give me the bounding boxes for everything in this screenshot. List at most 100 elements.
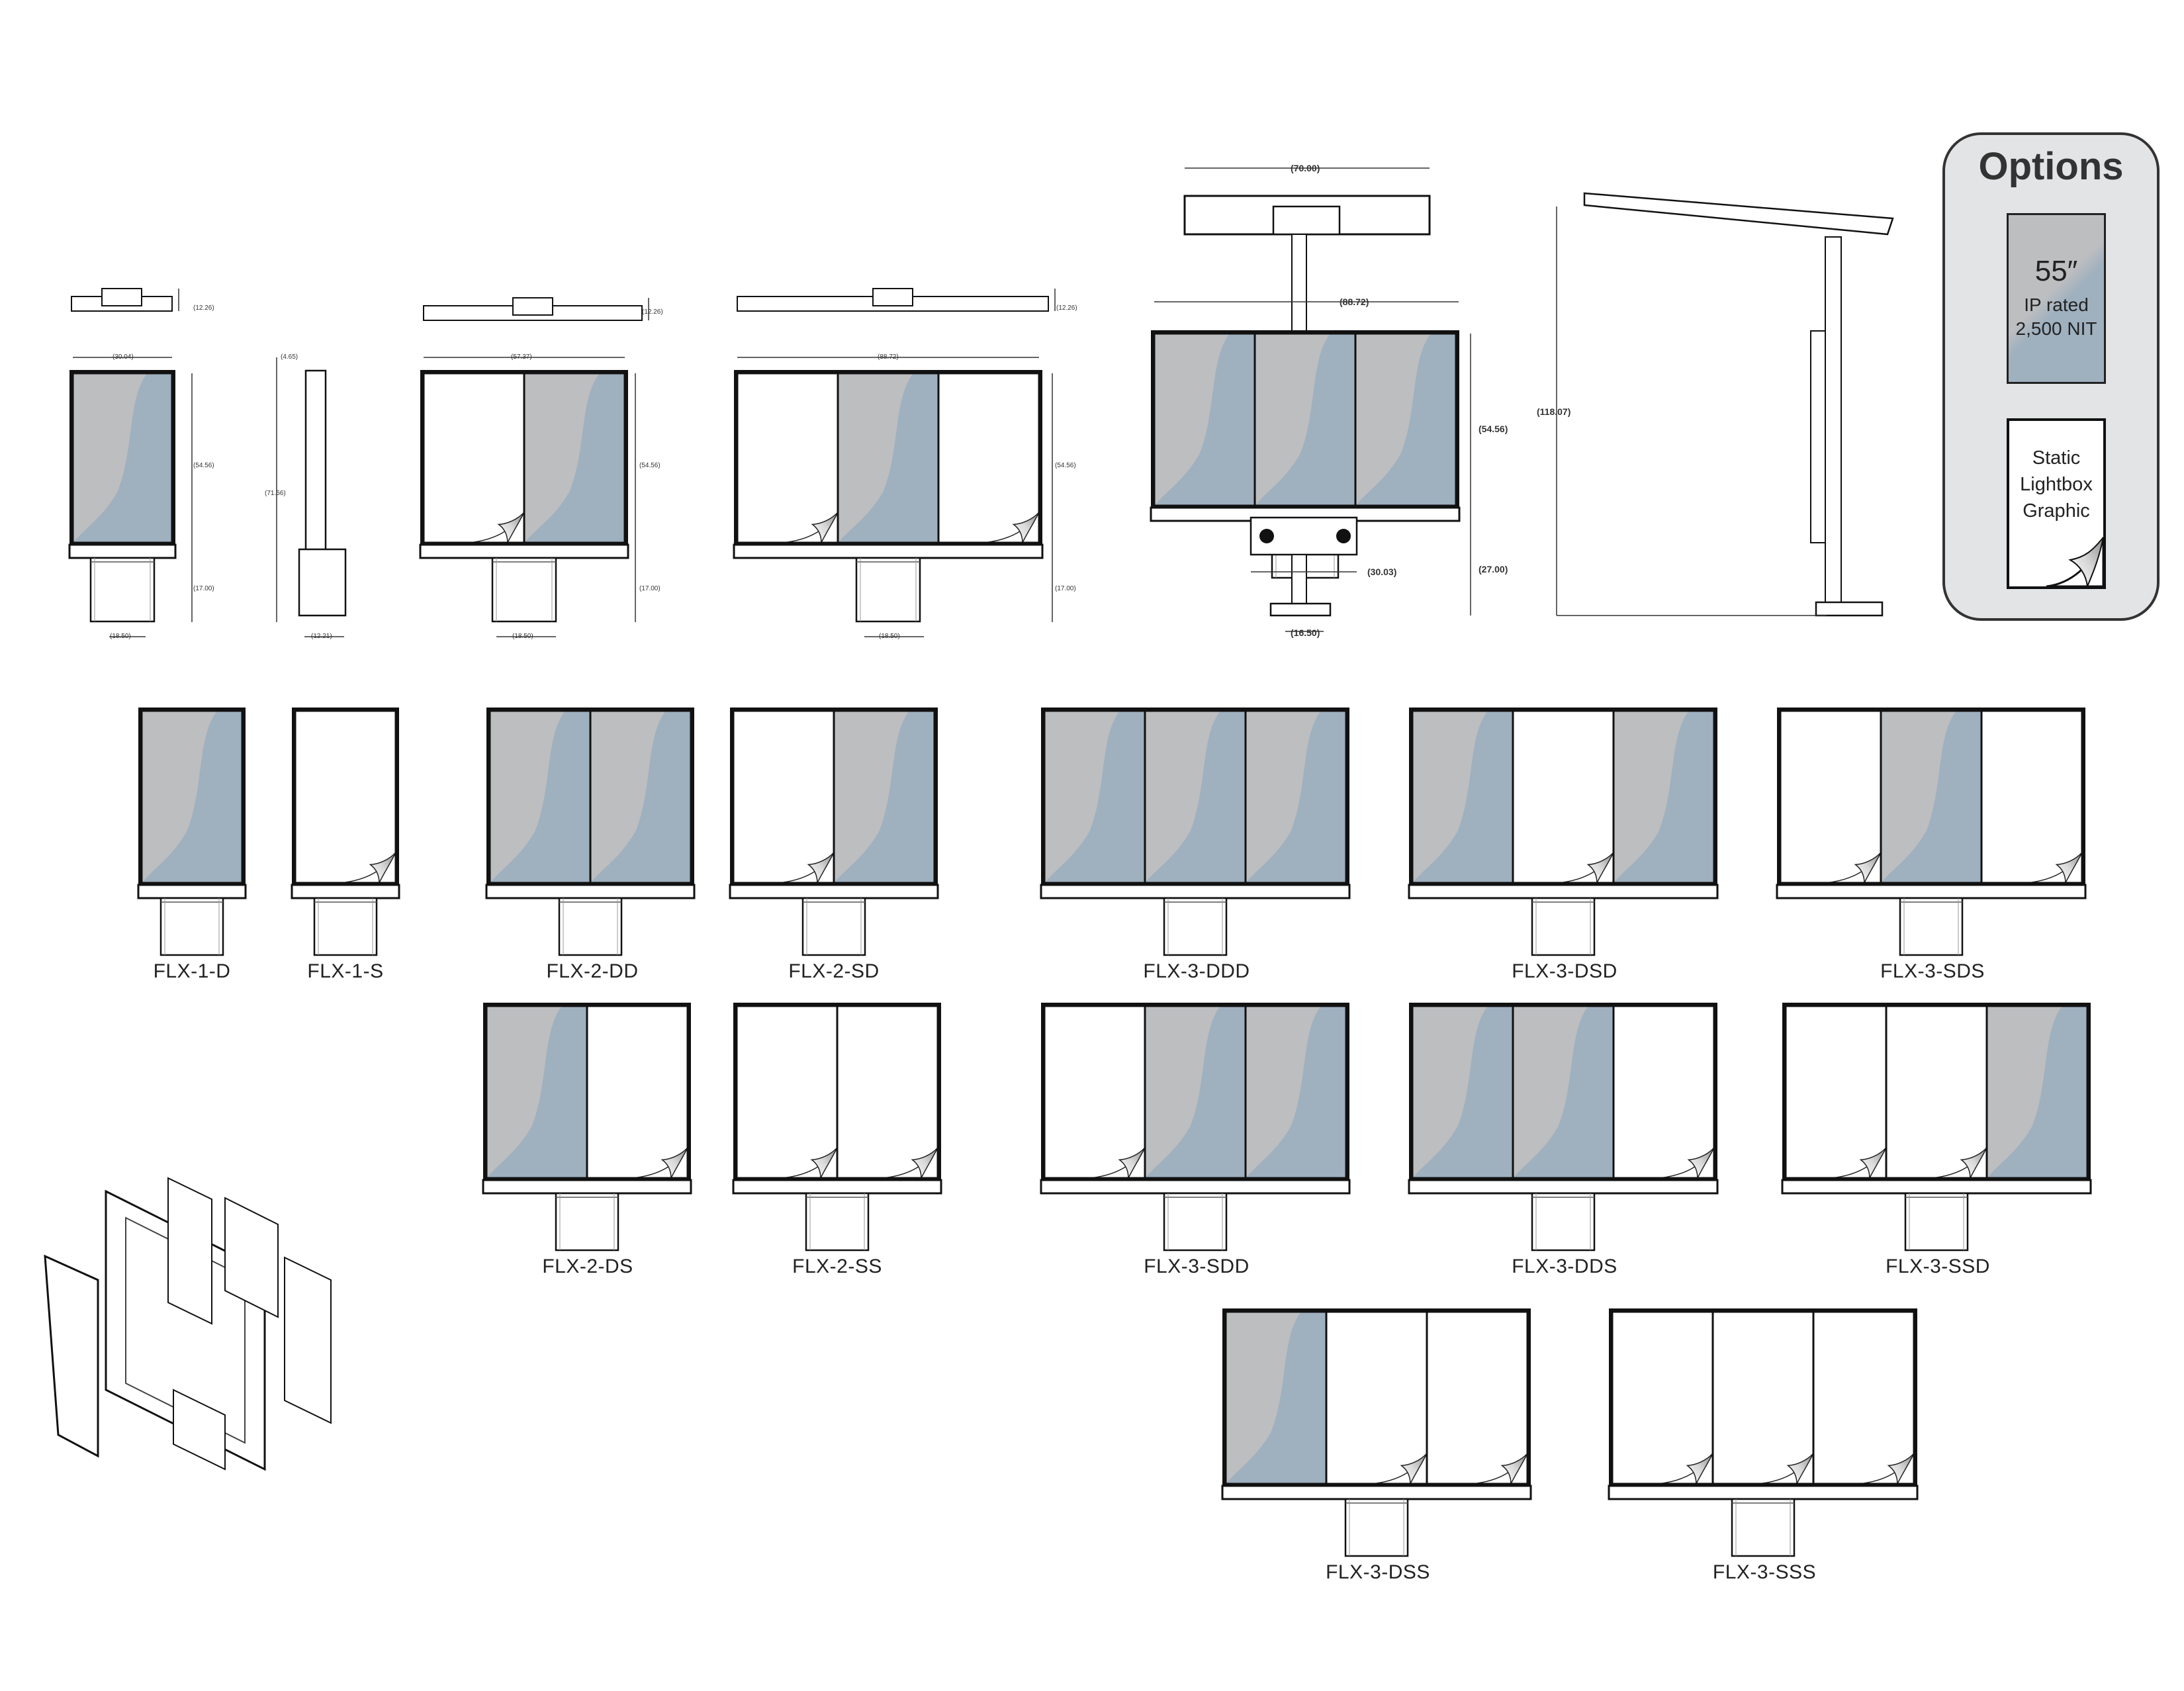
page-curl-icon [1887,1453,1915,1485]
static-graphic [1513,711,1614,883]
kiosk-pedestal [555,1192,619,1252]
static-graphic [1713,1312,1813,1484]
kiosk-flx-2-sd [729,708,939,956]
top-view-mount [512,297,553,316]
dim-triple-width: (88.72) [878,353,899,361]
page-curl-icon [1786,1453,1814,1485]
dim-single-width: (30.04) [113,353,134,361]
static-line-3: Graphic [2023,500,2090,522]
pole-shaft-lower [1291,554,1307,608]
kiosk-base-shelf [1408,1179,1719,1195]
pole-side-shaft [1825,236,1842,608]
kiosk-base-shelf [1040,1179,1351,1195]
top-view-mount [101,288,142,306]
model-label: FLX-2-SS [792,1256,882,1277]
speaker-icon [1336,529,1351,543]
panel-outline [1244,709,1347,884]
model-label: FLX-3-SSD [1886,1256,1990,1277]
model-label: FLX-3-SDD [1144,1256,1250,1277]
screen-glare [1145,1006,1220,1178]
kiosk-base-shelf [137,884,247,899]
dim-pole-panel-height: (54.56) [1479,424,1508,434]
dim-double-height: (54.56) [639,462,660,469]
dim-triple-depth: (12.26) [1056,304,1077,312]
kiosk-pedestal [558,897,623,956]
model-label: FLX-3-DSD [1512,960,1617,982]
kiosk-pedestal [1163,1192,1228,1252]
dim-single-base-width: (18.50) [110,633,131,640]
kiosk-flx-2-ds [482,1003,692,1252]
kiosk-base-shelf [1040,884,1351,899]
screen-glare [1255,334,1330,506]
dim-double-width: (57.37) [511,353,532,361]
screen-glare [490,711,565,883]
screen-glare [73,373,148,543]
page-curl-icon [1500,1453,1528,1485]
screen-glare [1044,711,1120,883]
kiosk-base-shelf [419,543,629,559]
screen-glare [1226,1312,1301,1484]
kiosk-base-shelf [1776,884,2087,899]
static-graphic [1813,1312,1914,1484]
kiosk-base-shelf [1781,1179,2092,1195]
kiosk-pedestal [1531,897,1596,956]
static-graphic [837,1006,938,1178]
model-label: FLX-3-SSS [1712,1561,1817,1583]
page-curl-icon [1854,852,1882,884]
screen-glare [1614,711,1689,883]
pole-top-mount [1272,205,1341,236]
kiosk-flx-3-ddd [1040,708,1351,956]
iso-front-panel [44,1254,99,1458]
panel-outline [294,709,397,884]
panel-outline [71,372,173,544]
model-label: FLX-1-D [153,960,231,982]
model-label: FLX-1-S [307,960,384,982]
page-curl-icon [807,852,835,884]
kiosk-base-shelf [482,1179,692,1195]
static-graphic [938,373,1039,543]
dim-single-height: (54.56) [193,462,214,469]
screen-glare [590,711,666,883]
panel-outline [1426,1310,1529,1485]
page-curl-icon [2046,537,2105,589]
dim-pole-base: (16.50) [1291,627,1320,638]
screen-glare [1246,1006,1321,1178]
static-graphic [1614,1006,1714,1178]
page-curl-icon [1118,1147,1146,1179]
dim-side-base: (12.21) [311,633,332,640]
pole-side-foot [1815,601,1884,617]
model-label: FLX-2-DS [542,1256,633,1277]
dim-triple-base-width: (18.50) [879,633,900,640]
panel-outline [1985,1005,2089,1179]
page-curl-icon [810,1147,838,1179]
page-curl-icon [1686,1453,1713,1485]
dim-triple-height: (54.56) [1055,462,1076,469]
kiosk-pedestal [159,897,224,956]
kiosk-pedestal [1904,1192,1969,1252]
pole-side-canopy [1583,192,1894,236]
kiosk-flx-3-dsd [1408,708,1719,956]
kiosk-pedestal [1344,1498,1409,1557]
screen-glare [1987,1006,2062,1178]
dim-double-base-width: (18.50) [512,633,533,640]
panel-outline [140,709,244,884]
page-curl-icon [811,512,839,543]
static-line-1: Static [2032,447,2081,469]
screen-glare [1412,1006,1488,1178]
static-graphic [1786,1006,1886,1178]
screen-glare [1881,711,1956,883]
static-graphic [587,1006,688,1178]
model-label: FLX-3-DDD [1143,960,1250,982]
kiosk-base-shelf [733,543,1044,559]
options-panel: Options 55″ IP rated 2,500 NIT Static Li… [1942,132,2160,621]
static-graphic [1044,1006,1145,1178]
digital-screen-swatch: 55″ IP rated 2,500 NIT [2007,213,2106,384]
kiosk-pedestal [313,897,378,956]
static-graphic [1612,1312,1713,1484]
kiosk-pedestal [1731,1498,1796,1557]
model-label: FLX-3-DDS [1512,1256,1617,1277]
screen-glare [1145,711,1220,883]
dim-pole-box-width: (30.03) [1367,567,1397,577]
static-graphic [1886,1006,1987,1178]
panel-outline [937,372,1040,544]
